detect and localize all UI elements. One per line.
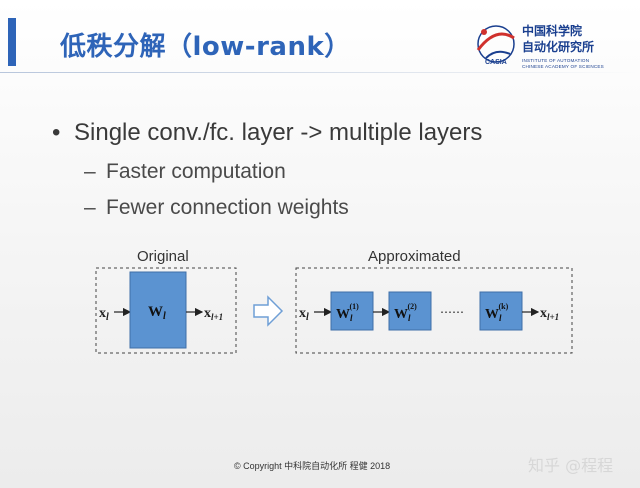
factor-label-k: Wl(k) <box>485 302 509 323</box>
factor-box-k <box>479 291 523 331</box>
bullet-main: • Single conv./fc. layer -> multiple laye… <box>52 119 482 147</box>
copyright-footer: © Copyright 中科院自动化所 程健 2018 <box>234 461 391 471</box>
emblem-text: CASIA <box>485 59 507 66</box>
approx-output-label: xl+1 <box>540 306 559 322</box>
zhihu-watermark: 知乎 @程程 <box>528 456 614 475</box>
header-divider <box>0 72 640 73</box>
transform-arrow-icon <box>253 295 284 327</box>
casia-emblem-icon: CASIA <box>476 25 515 66</box>
logo-name-cn-line1: 中国科学院 <box>522 24 583 38</box>
original-label: Original <box>137 248 189 265</box>
original-weight-box <box>129 271 187 349</box>
factor-box-2 <box>388 291 432 331</box>
approx-input-label: xl <box>299 306 309 323</box>
title-accent-bar <box>8 18 16 66</box>
bullet-marker: • <box>52 119 61 146</box>
original-frame <box>95 267 237 354</box>
slide-title: 低秩分解（low-rank） <box>60 32 351 62</box>
institute-logo: CASIA 中国科学院 自动化研究所 INSTITUTE OF AUTOMATI… <box>472 20 622 69</box>
logo-name-cn-line2: 自动化研究所 <box>522 40 595 54</box>
bullet-main-text: Single conv./fc. layer -> multiple layer… <box>74 119 483 146</box>
bullet-sub-1: –Faster computation <box>84 160 286 184</box>
original-input-label: xl <box>99 306 109 323</box>
approximated-frame <box>295 267 573 354</box>
factor-box-1 <box>330 291 374 331</box>
logo-name-en-line2: CHINESE ACADEMY OF SCIENCES <box>522 64 604 69</box>
bullet-sub-2-text: Fewer connection weights <box>106 196 349 219</box>
factor-label-2: Wl(2) <box>394 302 417 323</box>
factor-ellipsis: …… <box>440 302 464 316</box>
sub-marker: – <box>84 160 96 183</box>
factor-label-1: Wl(1) <box>336 302 359 323</box>
logo-name-en-line1: INSTITUTE OF AUTOMATION <box>522 58 590 63</box>
sub-marker: – <box>84 196 96 219</box>
bullet-sub-1-text: Faster computation <box>106 160 286 183</box>
bullet-sub-2: –Fewer connection weights <box>84 196 349 220</box>
original-weight-label: Wl <box>148 304 166 322</box>
original-output-label: xl+1 <box>204 306 223 322</box>
approximated-label: Approximated <box>368 248 461 265</box>
